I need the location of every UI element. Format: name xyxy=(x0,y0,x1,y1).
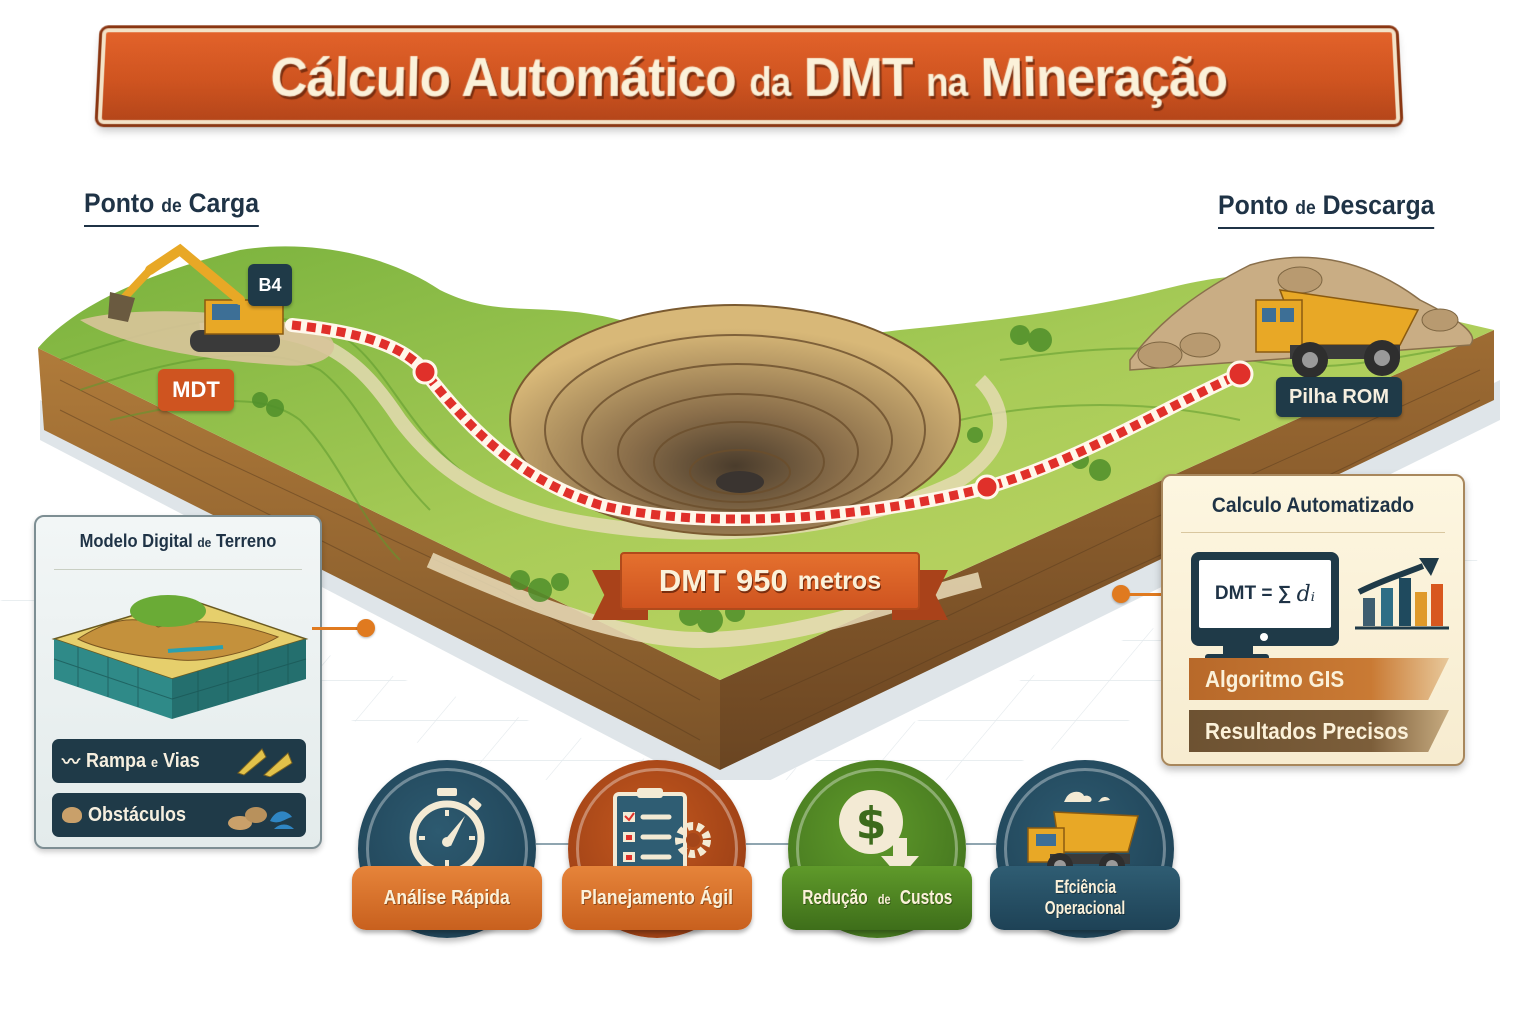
dmt-value: 950 xyxy=(736,563,788,598)
title-banner: Cálculo Automático da DMT na Mineração xyxy=(94,25,1404,128)
obstacles-item: Obstáculos xyxy=(52,793,306,837)
precise-results-label: Resultados Precisos xyxy=(1189,710,1449,752)
dmt-distance-ribbon: DMT 950 metros xyxy=(580,540,960,620)
route-waypoint xyxy=(974,474,1000,500)
panel-title: Calculo Automatizado xyxy=(1211,494,1415,517)
connector-line xyxy=(1124,593,1166,596)
badge-label: Análise Rápida xyxy=(383,887,511,909)
rocks-water-icon xyxy=(228,807,294,830)
road-sign-icon xyxy=(237,748,293,777)
badge-connector xyxy=(746,843,790,845)
dmt-unit: metros xyxy=(797,566,882,595)
terrain-model-panel: Modelo Digital de Terreno 〰 Rampa e Vias… xyxy=(34,515,322,849)
route-waypoint xyxy=(412,359,438,385)
monitor-icon: DMT = ∑ dᵢ xyxy=(1191,552,1339,646)
page-title: Cálculo Automático da DMT na Mineração xyxy=(269,44,1229,108)
rom-pile-tag: Pilha ROM xyxy=(1276,377,1402,417)
rock-icon xyxy=(62,807,82,823)
loading-point-heading: Ponto de Carga xyxy=(84,188,260,227)
connector-dot xyxy=(357,619,375,637)
terrain-model-icon xyxy=(51,595,309,719)
svg-text:$: $ xyxy=(856,798,887,849)
badge-agile-planning: Planejamento Ágil xyxy=(562,760,752,960)
divider xyxy=(1181,532,1445,533)
badge-connector xyxy=(536,843,570,845)
road-icon: 〰 xyxy=(62,752,80,772)
badge-label: Redução de Custos xyxy=(802,886,953,909)
connector-dot xyxy=(1112,585,1130,603)
ramps-roads-item: 〰 Rampa e Vias xyxy=(52,739,306,783)
dollar-down-icon: $ xyxy=(839,790,919,878)
divider xyxy=(54,569,302,570)
mdt-tag: MDT xyxy=(158,369,234,411)
automated-calculation-panel: Calculo Automatizado DMT = ∑ dᵢ Algoritm… xyxy=(1161,474,1465,766)
badge-cost-reduction: $ Redução de Custos xyxy=(782,760,972,960)
equipment-tag-b4: B4 xyxy=(248,264,292,306)
connector-line xyxy=(312,627,366,630)
dump-truck-icon xyxy=(1255,289,1420,378)
dmt-label: DMT xyxy=(658,563,727,598)
bar-chart-growth-icon xyxy=(1355,558,1449,630)
dmt-formula: DMT = ∑ xyxy=(1214,583,1292,604)
terrain-block-illustration xyxy=(0,243,1500,780)
unloading-point-heading: Ponto de Descarga xyxy=(1218,190,1435,229)
route-endpoint xyxy=(1226,360,1254,388)
panel-title: Modelo Digital de Terreno xyxy=(79,531,277,551)
badge-label: Planejamento Ágil xyxy=(580,887,734,909)
badge-connector xyxy=(966,843,996,845)
gis-algorithm-label: Algoritmo GIS xyxy=(1189,658,1449,700)
badge-fast-analysis: Análise Rápida xyxy=(352,760,542,960)
route-path xyxy=(291,320,1242,524)
